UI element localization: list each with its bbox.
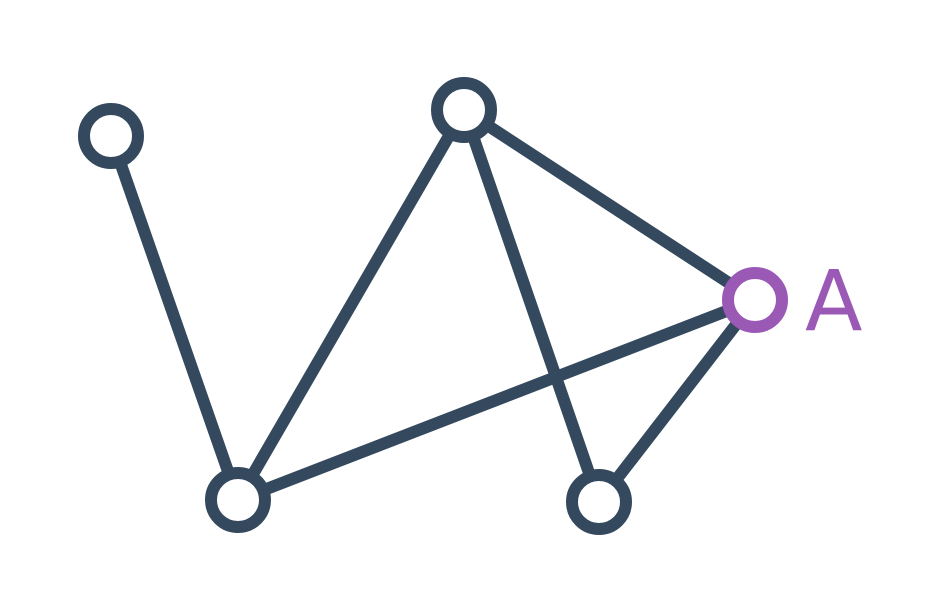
edge-n3-n5: [593, 294, 761, 508]
node: [78, 103, 144, 169]
node: [205, 467, 271, 533]
node-label: A: [805, 252, 862, 350]
graph-nodes: [78, 77, 788, 535]
edge-n4-n3: [232, 294, 761, 506]
node: [431, 77, 497, 143]
node-a: [722, 267, 788, 333]
edge-n2-n5: [458, 104, 605, 508]
graph-edges: [105, 104, 761, 508]
edge-n1-n4: [105, 130, 244, 506]
graph-labels: A: [805, 252, 862, 350]
edge-n2-n4: [232, 104, 470, 506]
node: [566, 469, 632, 535]
edge-n2-n3: [458, 104, 761, 306]
